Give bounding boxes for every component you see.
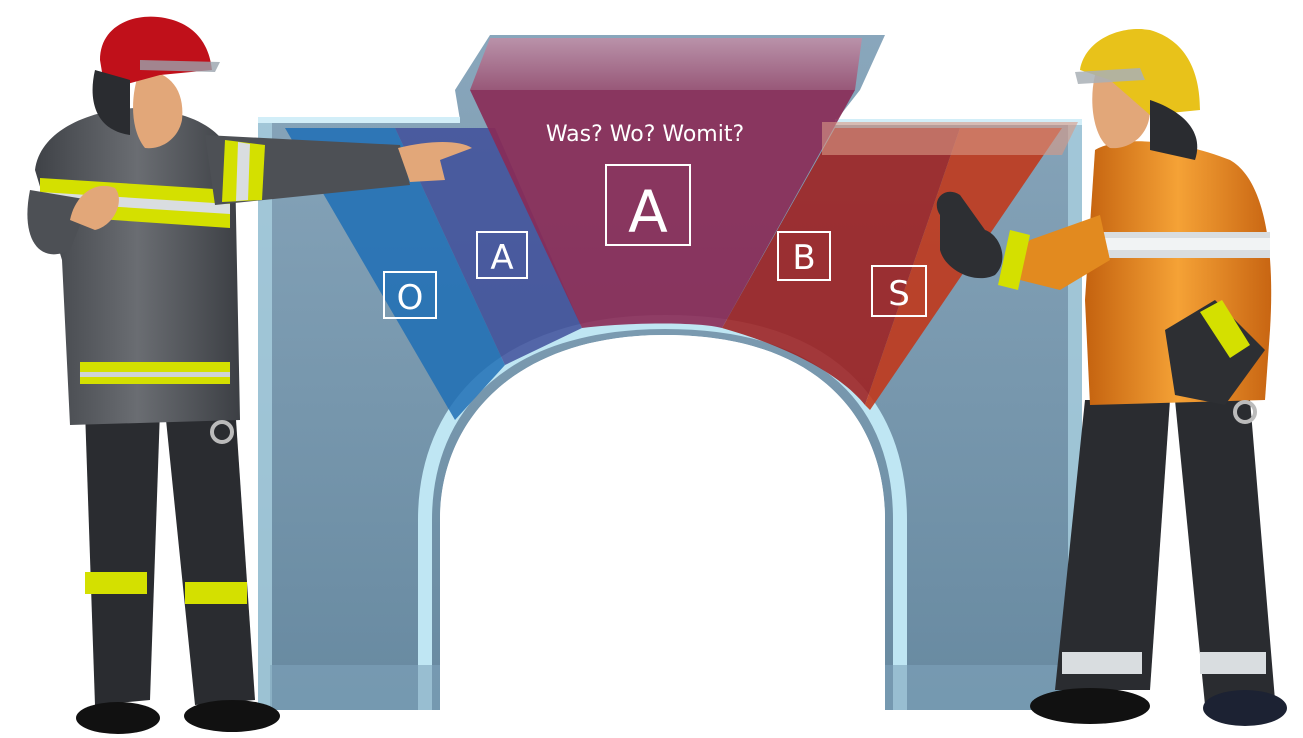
letter-box-center (605, 164, 691, 246)
letter-box-right-outer (871, 265, 927, 317)
firefighter-left-figure (27, 16, 472, 734)
letter-left-inner: A (490, 238, 513, 278)
letter-left-outer: O (397, 278, 424, 318)
letter-box-left-inner (476, 231, 528, 279)
wedge-b (722, 128, 960, 405)
headline-text: Was? Wo? Womit? (546, 122, 744, 147)
letter-right-outer: S (888, 274, 910, 314)
wedge-o (285, 128, 505, 420)
wedge-a-center (470, 90, 855, 328)
labels: Was? Wo? Womit? A O A B S (383, 122, 927, 319)
letter-right-inner: B (792, 238, 815, 278)
wedge-a-small (395, 128, 582, 365)
wedges (285, 38, 1078, 420)
letter-box-right-inner (777, 231, 831, 281)
letter-box-left-outer (383, 271, 437, 319)
letter-center: A (628, 178, 668, 246)
firefighter-right-figure (936, 29, 1287, 726)
